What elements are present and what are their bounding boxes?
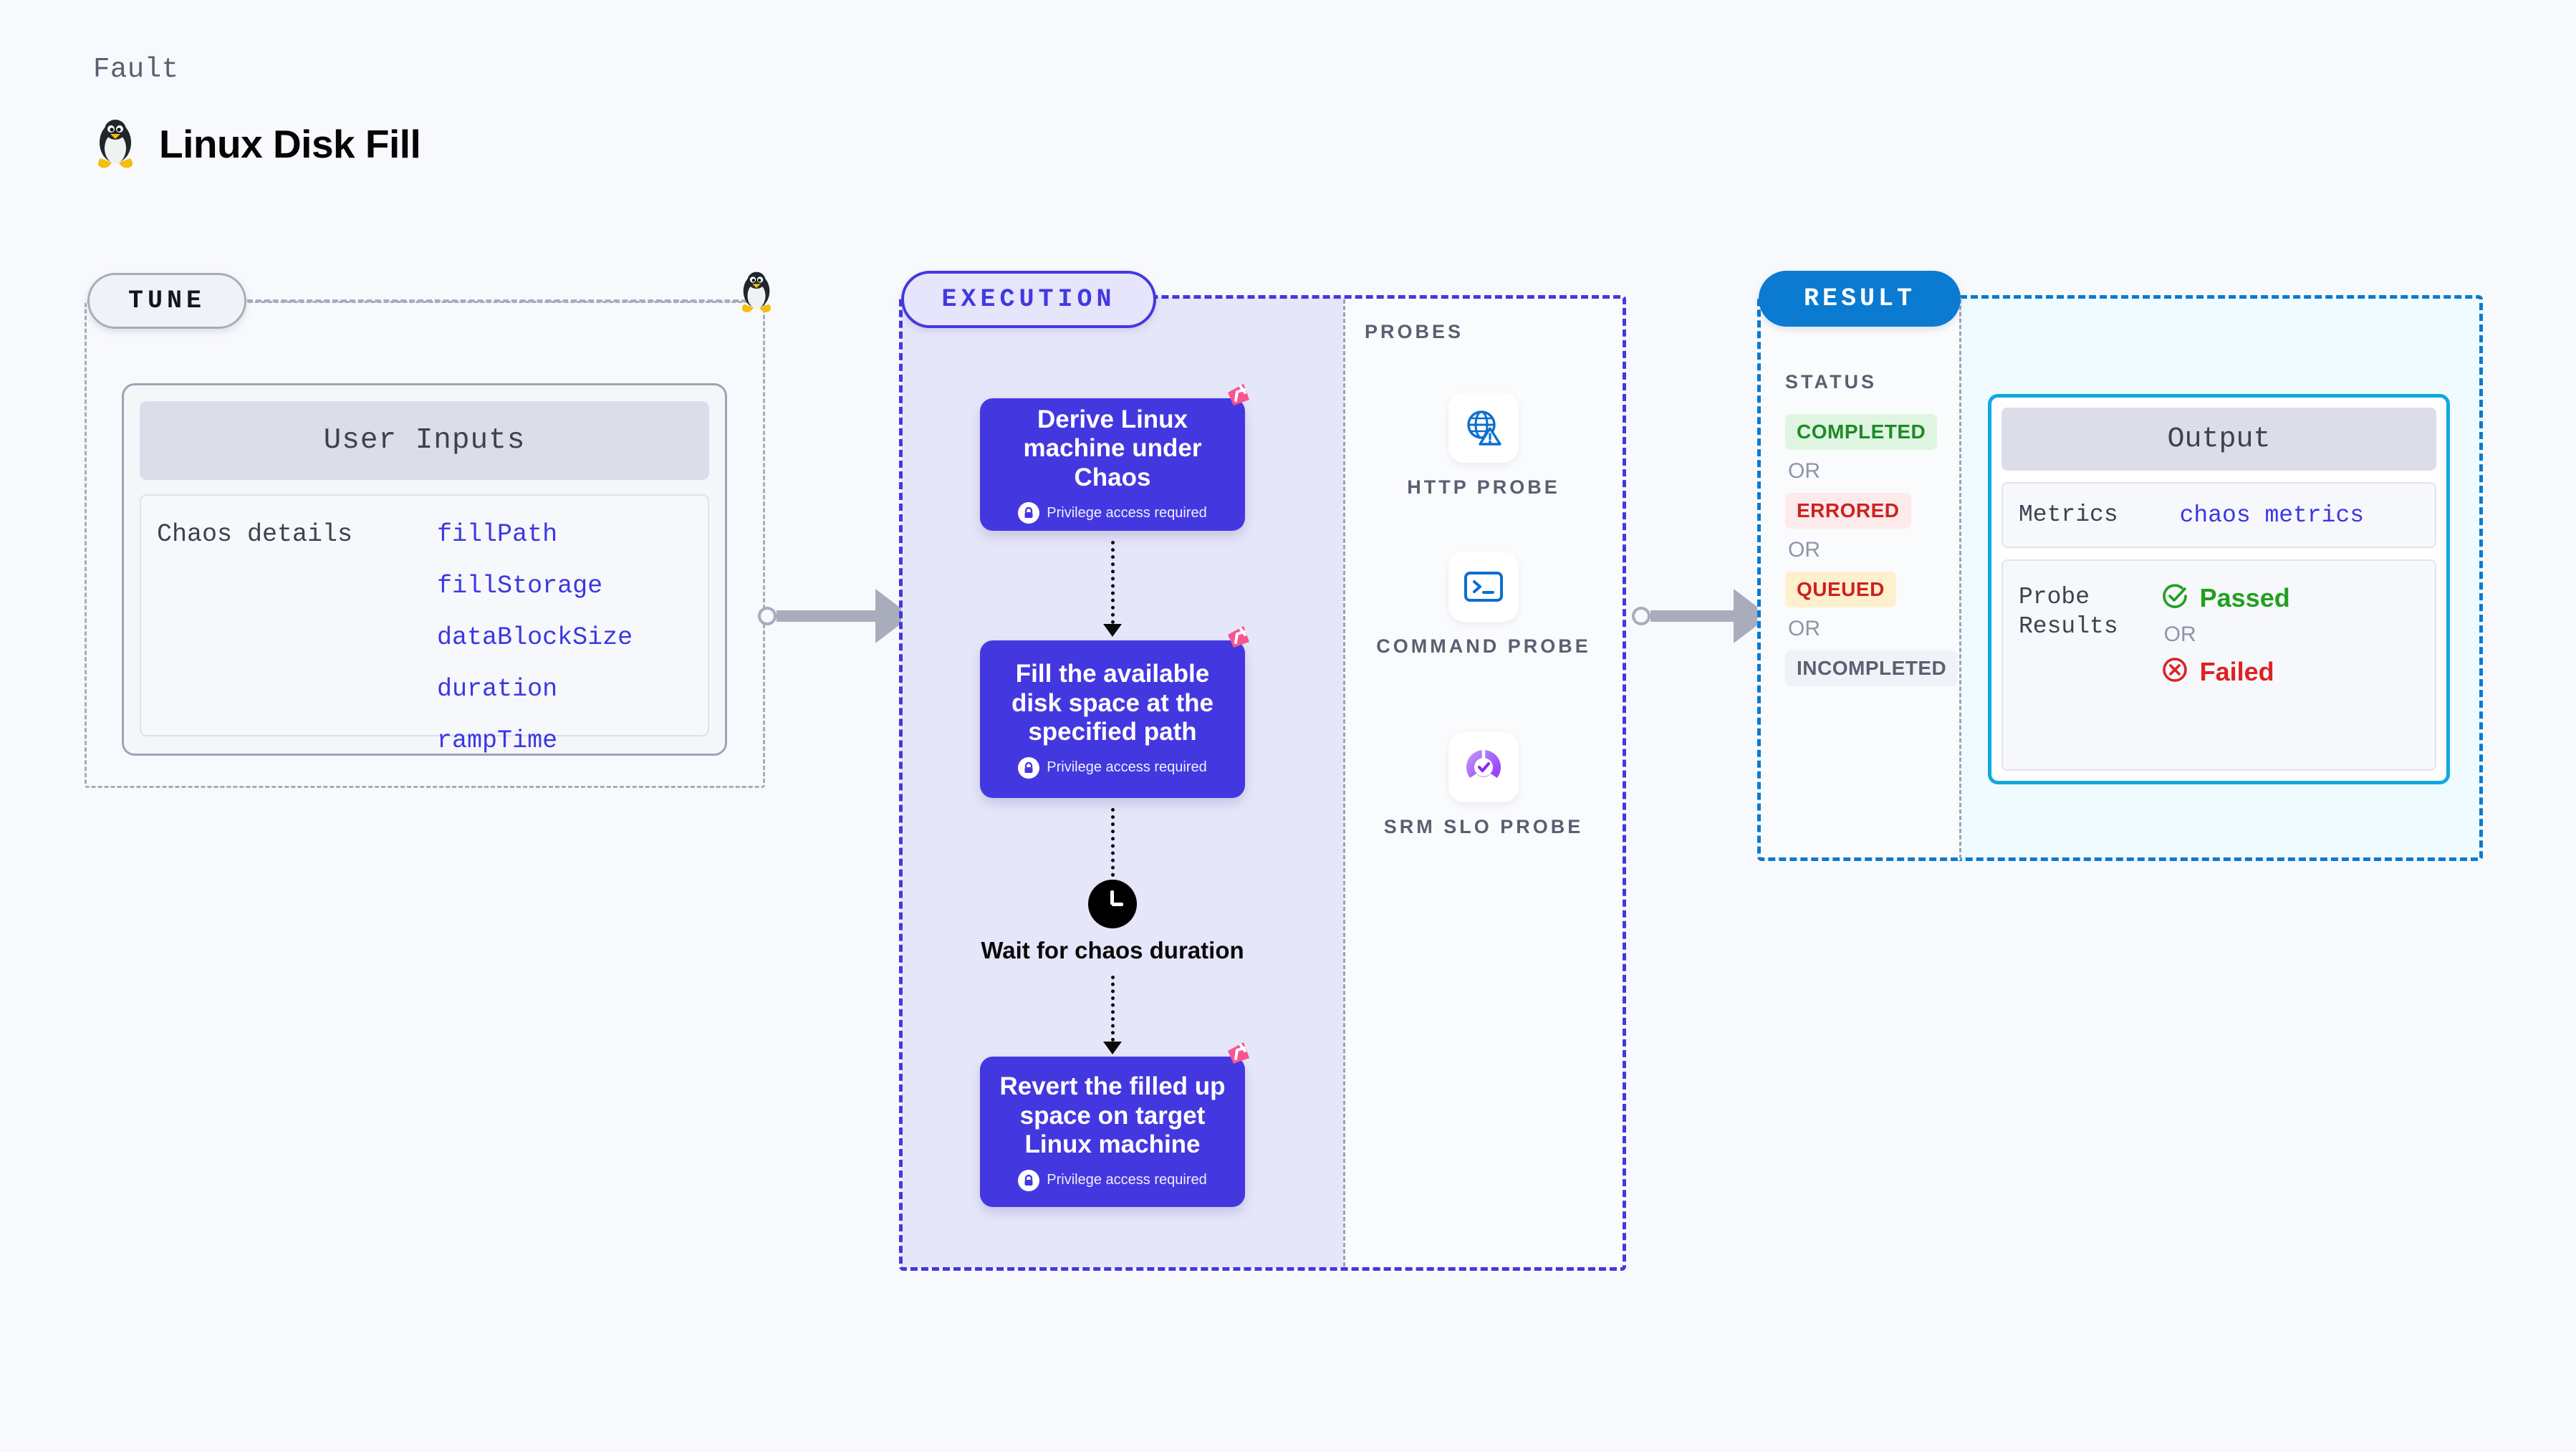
user-inputs-title: User Inputs [140, 401, 709, 480]
step-title: Revert the filled up space on target Lin… [999, 1072, 1226, 1159]
step-title: Derive Linux machine under Chaos [1023, 405, 1202, 491]
or-separator: OR [1788, 459, 1820, 483]
flow-arrow [1103, 541, 1122, 637]
probe-label: COMMAND PROBE [1376, 635, 1591, 657]
wait-label: Wait for chaos duration [981, 937, 1244, 963]
srm-slo-icon [1448, 732, 1519, 802]
clock-icon [1088, 880, 1137, 928]
probe-http[interactable]: HTTP PROBE [1343, 393, 1624, 499]
passed-label: Passed [2199, 582, 2290, 612]
user-inputs-body: Chaos details fillPath fillStorage dataB… [140, 494, 709, 755]
probe-label: HTTP PROBE [1407, 476, 1560, 498]
probe-result-passed: Passed [2161, 582, 2290, 613]
tune-connector-line [247, 299, 756, 302]
chaos-flag-icon [1222, 1037, 1254, 1072]
probe-result-failed: Failed [2161, 656, 2290, 687]
connector-start-dot [1632, 607, 1650, 625]
or-separator: OR [2163, 622, 2196, 646]
status-badge-queued: QUEUED [1785, 572, 1896, 607]
terminal-icon [1448, 552, 1519, 622]
metrics-row: Metrics chaos metrics [2001, 482, 2436, 548]
privilege-note: Privilege access required [1018, 502, 1207, 524]
failed-label: Failed [2199, 656, 2274, 686]
chaos-flag-icon [1222, 378, 1254, 413]
linux-penguin-icon [738, 271, 775, 314]
user-inputs-card: User Inputs Chaos details fillPath fillS… [122, 383, 727, 756]
input-item-duration[interactable]: duration [437, 675, 558, 703]
privilege-note: Privilege access required [1018, 1169, 1207, 1191]
input-item-fillStorage[interactable]: fillStorage [437, 572, 603, 600]
metrics-value[interactable]: chaos metrics [2179, 501, 2365, 529]
probe-results-key: Probe Results [2019, 584, 2118, 640]
input-item-dataBlockSize[interactable]: dataBlockSize [437, 623, 633, 652]
chaos-flag-icon [1222, 620, 1254, 655]
fault-title-row: Linux Disk Fill [93, 118, 421, 170]
status-section-label: STATUS [1785, 371, 1877, 393]
privilege-note: Privilege access required [1018, 756, 1207, 779]
globe-warning-icon [1448, 393, 1519, 463]
chaos-details-label: Chaos details [157, 520, 353, 549]
check-circle-icon [2161, 582, 2188, 613]
tune-phase-badge[interactable]: TUNE [87, 273, 246, 329]
step-title: Fill the available disk space at the spe… [1011, 660, 1214, 746]
execution-step-card[interactable]: Derive Linux machine under Chaos Privile… [980, 384, 1249, 531]
status-badge-incompleted: INCOMPLETED [1785, 650, 1959, 686]
page-title: Linux Disk Fill [159, 122, 421, 166]
probe-label: SRM SLO PROBE [1383, 816, 1584, 837]
probe-command[interactable]: COMMAND PROBE [1343, 552, 1624, 658]
chaos-input-list: fillPath fillStorage dataBlockSize durat… [437, 520, 633, 755]
input-item-rampTime[interactable]: rampTime [437, 726, 558, 755]
result-phase-badge[interactable]: RESULT [1759, 271, 1961, 327]
linux-penguin-icon [93, 118, 138, 170]
metrics-key: Metrics [2019, 501, 2118, 529]
flow-arrow [1103, 976, 1122, 1054]
input-item-fillPath[interactable]: fillPath [437, 520, 558, 549]
privilege-note-text: Privilege access required [1047, 504, 1207, 521]
execution-phase-badge[interactable]: EXECUTION [901, 271, 1156, 328]
status-badge-completed: COMPLETED [1785, 414, 1938, 450]
lock-icon [1018, 502, 1040, 524]
or-separator: OR [1788, 538, 1820, 562]
connector-bar [777, 610, 877, 622]
execution-phase-boundary [899, 295, 1626, 1271]
output-card: Output Metrics chaos metrics Probe Resul… [1988, 394, 2450, 784]
privilege-note-text: Privilege access required [1047, 1172, 1207, 1188]
probe-results-row: Probe Results Passed OR [2001, 559, 2436, 771]
lock-icon [1018, 1169, 1040, 1191]
probes-section-label: PROBES [1365, 321, 1464, 342]
connector-start-dot [758, 607, 777, 625]
connector-tune-to-execution [758, 589, 921, 643]
probe-srm-slo[interactable]: SRM SLO PROBE [1343, 732, 1624, 838]
lock-icon [1018, 756, 1040, 779]
wait-node: Wait for chaos duration [980, 880, 1245, 965]
connector-bar [1650, 610, 1735, 622]
or-separator: OR [1788, 617, 1820, 640]
output-title: Output [2001, 408, 2436, 471]
execution-step-card[interactable]: Revert the filled up space on target Lin… [980, 1042, 1249, 1207]
privilege-note-text: Privilege access required [1047, 759, 1207, 776]
x-circle-icon [2161, 656, 2188, 687]
fault-eyebrow-label: Fault [93, 54, 179, 85]
status-list: COMPLETED OR ERRORED OR QUEUED OR INCOMP… [1785, 414, 1959, 686]
status-badge-errored: ERRORED [1785, 493, 1911, 529]
probe-results-values: Passed OR Failed [2161, 582, 2290, 769]
execution-step-card[interactable]: Fill the available disk space at the spe… [980, 626, 1249, 798]
